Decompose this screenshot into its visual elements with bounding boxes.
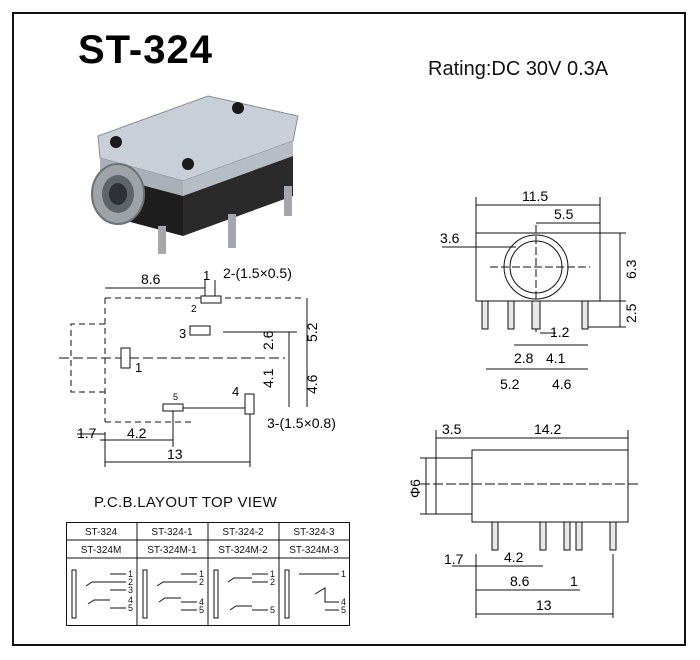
schematic-cell-1 — [71, 569, 126, 619]
part-number-title: ST-324 — [78, 28, 213, 72]
variant-st-324m-1: ST-324M-1 — [147, 545, 197, 556]
cell2-pin-1: 1 — [199, 569, 204, 579]
variant-st-324-1: ST-324-1 — [151, 527, 193, 538]
dim-1-2: 1.2 — [550, 324, 570, 340]
cell1-pin-3: 3 — [128, 585, 133, 595]
dim-2-6: 2.6 — [260, 330, 276, 350]
cell1-pin-2: 2 — [128, 577, 133, 587]
dim-4-6b: 4.6 — [552, 376, 572, 392]
dim-pad-large: 3-(1.5×0.8) — [267, 415, 336, 431]
cell2-pin-5: 5 — [199, 605, 204, 615]
dim-4-6: 4.6 — [304, 374, 320, 394]
cell3-pin-2: 2 — [270, 577, 275, 587]
dim-pad-small: 2-(1.5×0.5) — [223, 265, 292, 281]
variant-st-324m: ST-324M — [81, 545, 122, 556]
pad-5 — [162, 403, 184, 412]
dim-14-2: 14.2 — [534, 421, 561, 437]
screw-icon — [232, 102, 244, 114]
dim-1-7b: 1.7 — [444, 551, 464, 567]
variant-st-324: ST-324 — [85, 527, 118, 538]
dim-13b: 13 — [536, 597, 552, 613]
dim-phi6: Φ6 — [407, 479, 423, 498]
cell4-pin-4: 4 — [341, 597, 346, 607]
schematic-cell-3 — [213, 569, 268, 619]
pin-label-2: 2 — [191, 304, 197, 315]
pin-label-5: 5 — [173, 392, 178, 402]
dim-6-3: 6.3 — [623, 259, 639, 279]
variant-st-324m-3: ST-324M-3 — [289, 545, 339, 556]
cell1-pin-5: 5 — [128, 603, 133, 613]
dim-3-6: 3.6 — [440, 230, 460, 246]
dim-1: 1 — [570, 573, 578, 589]
dim-2-5: 2.5 — [623, 303, 639, 323]
schematic-cell-2 — [142, 569, 197, 619]
dim-4-2: 4.2 — [127, 425, 147, 441]
pad-3 — [189, 325, 211, 336]
dim-5-2b: 5.2 — [500, 376, 520, 392]
dim-4-1b: 4.1 — [546, 350, 566, 366]
pcb-layout-table: ST-324 ST-324-1 ST-324-2 ST-324-3 ST-324… — [66, 522, 350, 626]
dim-13: 13 — [167, 446, 183, 462]
schematic-cell-4 — [284, 569, 339, 619]
product-photo — [91, 95, 299, 254]
screw-icon — [182, 158, 194, 170]
cell3-pin-1: 1 — [270, 569, 275, 579]
cell2-pin-4: 4 — [199, 597, 204, 607]
cell1-pin-4: 4 — [128, 595, 133, 605]
cell4-pin-5: 5 — [341, 605, 346, 615]
dim-3-5: 3.5 — [442, 421, 462, 437]
dim-5-2: 5.2 — [304, 322, 320, 342]
dim-2-8: 2.8 — [514, 350, 534, 366]
page-frame — [12, 12, 686, 646]
pad-1 — [120, 347, 131, 369]
pin-label-4: 4 — [232, 384, 239, 399]
dim-5-5: 5.5 — [554, 206, 574, 222]
cell2-pin-2: 2 — [199, 577, 204, 587]
dim-4-2b: 4.2 — [504, 549, 524, 565]
front-view-drawing: 11.5 5.5 3.6 6.3 2.5 1.2 2.8 4.1 5.2 4.6 — [440, 188, 639, 392]
variant-st-324-3: ST-324-3 — [293, 527, 335, 538]
variant-st-324-2: ST-324-2 — [222, 527, 264, 538]
dim-1-7: 1.7 — [77, 425, 97, 441]
dim-11-5: 11.5 — [522, 188, 548, 204]
dim-8-6b: 8.6 — [510, 573, 530, 589]
pin-label-1b: 1 — [135, 360, 142, 375]
pad-2 — [200, 295, 222, 304]
dim-4-1: 4.1 — [260, 368, 276, 388]
rating-label: Rating:DC 30V 0.3A — [428, 58, 609, 80]
cell4-pin-1: 1 — [341, 569, 346, 579]
dim-8-6: 8.6 — [141, 271, 161, 287]
cell3-pin-5: 5 — [270, 605, 275, 615]
cell1-pin-1: 1 — [128, 569, 133, 579]
pcb-layout-title: P.C.B.LAYOUT TOP VIEW — [94, 494, 278, 511]
footprint-drawing: 8.6 1 2-(1.5×0.5) 2 3 1 5 4 3-(1.5×0.8) … — [59, 265, 336, 467]
side-view-drawing: 3.5 14.2 Φ6 1.7 4.2 8.6 1 13 — [407, 421, 640, 618]
pin-label-3: 3 — [179, 326, 186, 341]
variant-st-324m-2: ST-324M-2 — [218, 545, 268, 556]
pin-label-1: 1 — [203, 268, 210, 283]
pad-4 — [244, 393, 255, 415]
screw-icon — [110, 136, 122, 148]
